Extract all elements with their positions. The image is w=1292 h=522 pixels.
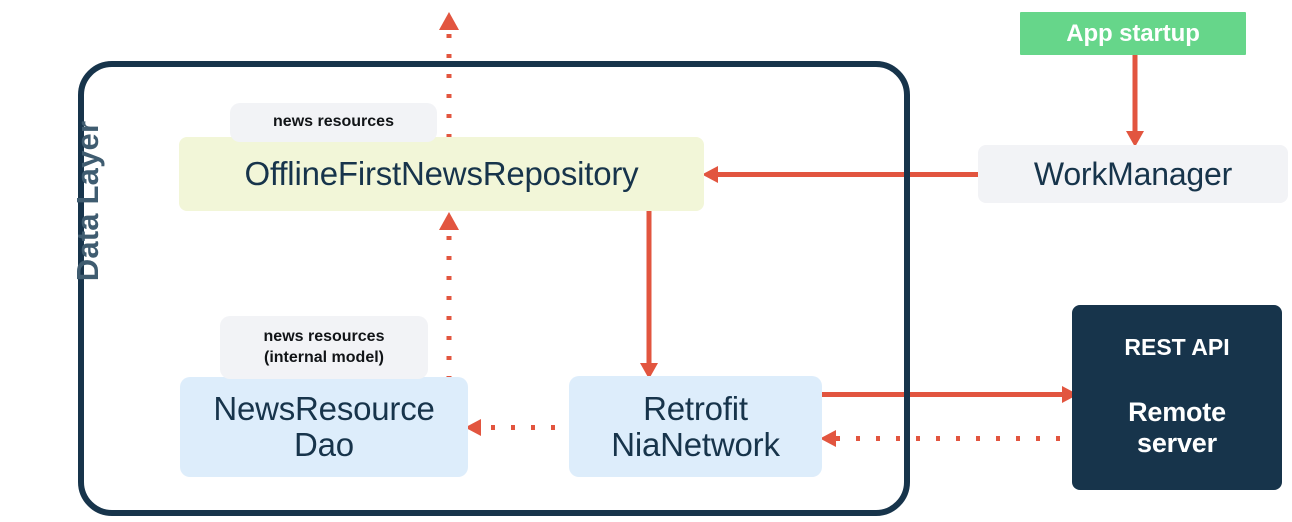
edge-workmanager-to-repository (700, 162, 982, 187)
remote-server-subtitle-line2: server (1137, 428, 1217, 459)
data-layer-label: Data Layer (70, 120, 105, 282)
edge-dao-to-repository (435, 208, 465, 380)
edge-appstartup-to-workmanager (1122, 53, 1148, 149)
node-retrofit-nia-network[interactable]: Retrofit NiaNetwork (569, 376, 822, 477)
node-network-label-line2: NiaNetwork (611, 425, 780, 463)
edge-network-to-dao (463, 415, 575, 440)
node-dao-label-line1: NewsResource (213, 390, 435, 428)
node-work-manager-label: WorkManager (1033, 155, 1233, 192)
data-layer-container (78, 61, 910, 516)
node-offline-first-news-repository[interactable]: OfflineFirstNewsRepository (179, 137, 704, 211)
node-network-label-line1: Retrofit (643, 389, 748, 427)
remote-server-title: REST API (1124, 334, 1230, 360)
node-network-label: Retrofit NiaNetwork (611, 391, 780, 462)
remote-server-subtitle: Remote server (1128, 397, 1226, 460)
node-remote-server[interactable]: REST API Remote server (1072, 305, 1282, 490)
edge-network-to-remote-server (818, 382, 1080, 407)
node-work-manager[interactable]: WorkManager (978, 145, 1288, 203)
edge-remote-server-to-network (818, 426, 1080, 451)
node-app-startup[interactable]: App startup (1020, 12, 1246, 55)
node-app-startup-label: App startup (1066, 19, 1200, 47)
node-repository-label: OfflineFirstNewsRepository (244, 155, 639, 193)
pill-news-resources-internal-model: news resources (internal model) (220, 316, 428, 379)
node-news-resource-dao[interactable]: NewsResource Dao (180, 377, 468, 477)
remote-server-subtitle-line1: Remote (1128, 396, 1226, 427)
node-dao-label-line2: Dao (294, 426, 354, 463)
edge-repository-to-ui (435, 8, 465, 140)
edge-repository-to-network (636, 209, 662, 381)
pill-news-resources-text: news resources (273, 113, 394, 131)
pill-internal-line1: news resources (263, 327, 385, 345)
pill-news-resources-internal-text: news resources (internal model) (264, 327, 385, 369)
node-dao-label: NewsResource Dao (213, 390, 435, 463)
pill-news-resources: news resources (230, 103, 437, 142)
pill-internal-line2: (internal model) (263, 348, 384, 366)
